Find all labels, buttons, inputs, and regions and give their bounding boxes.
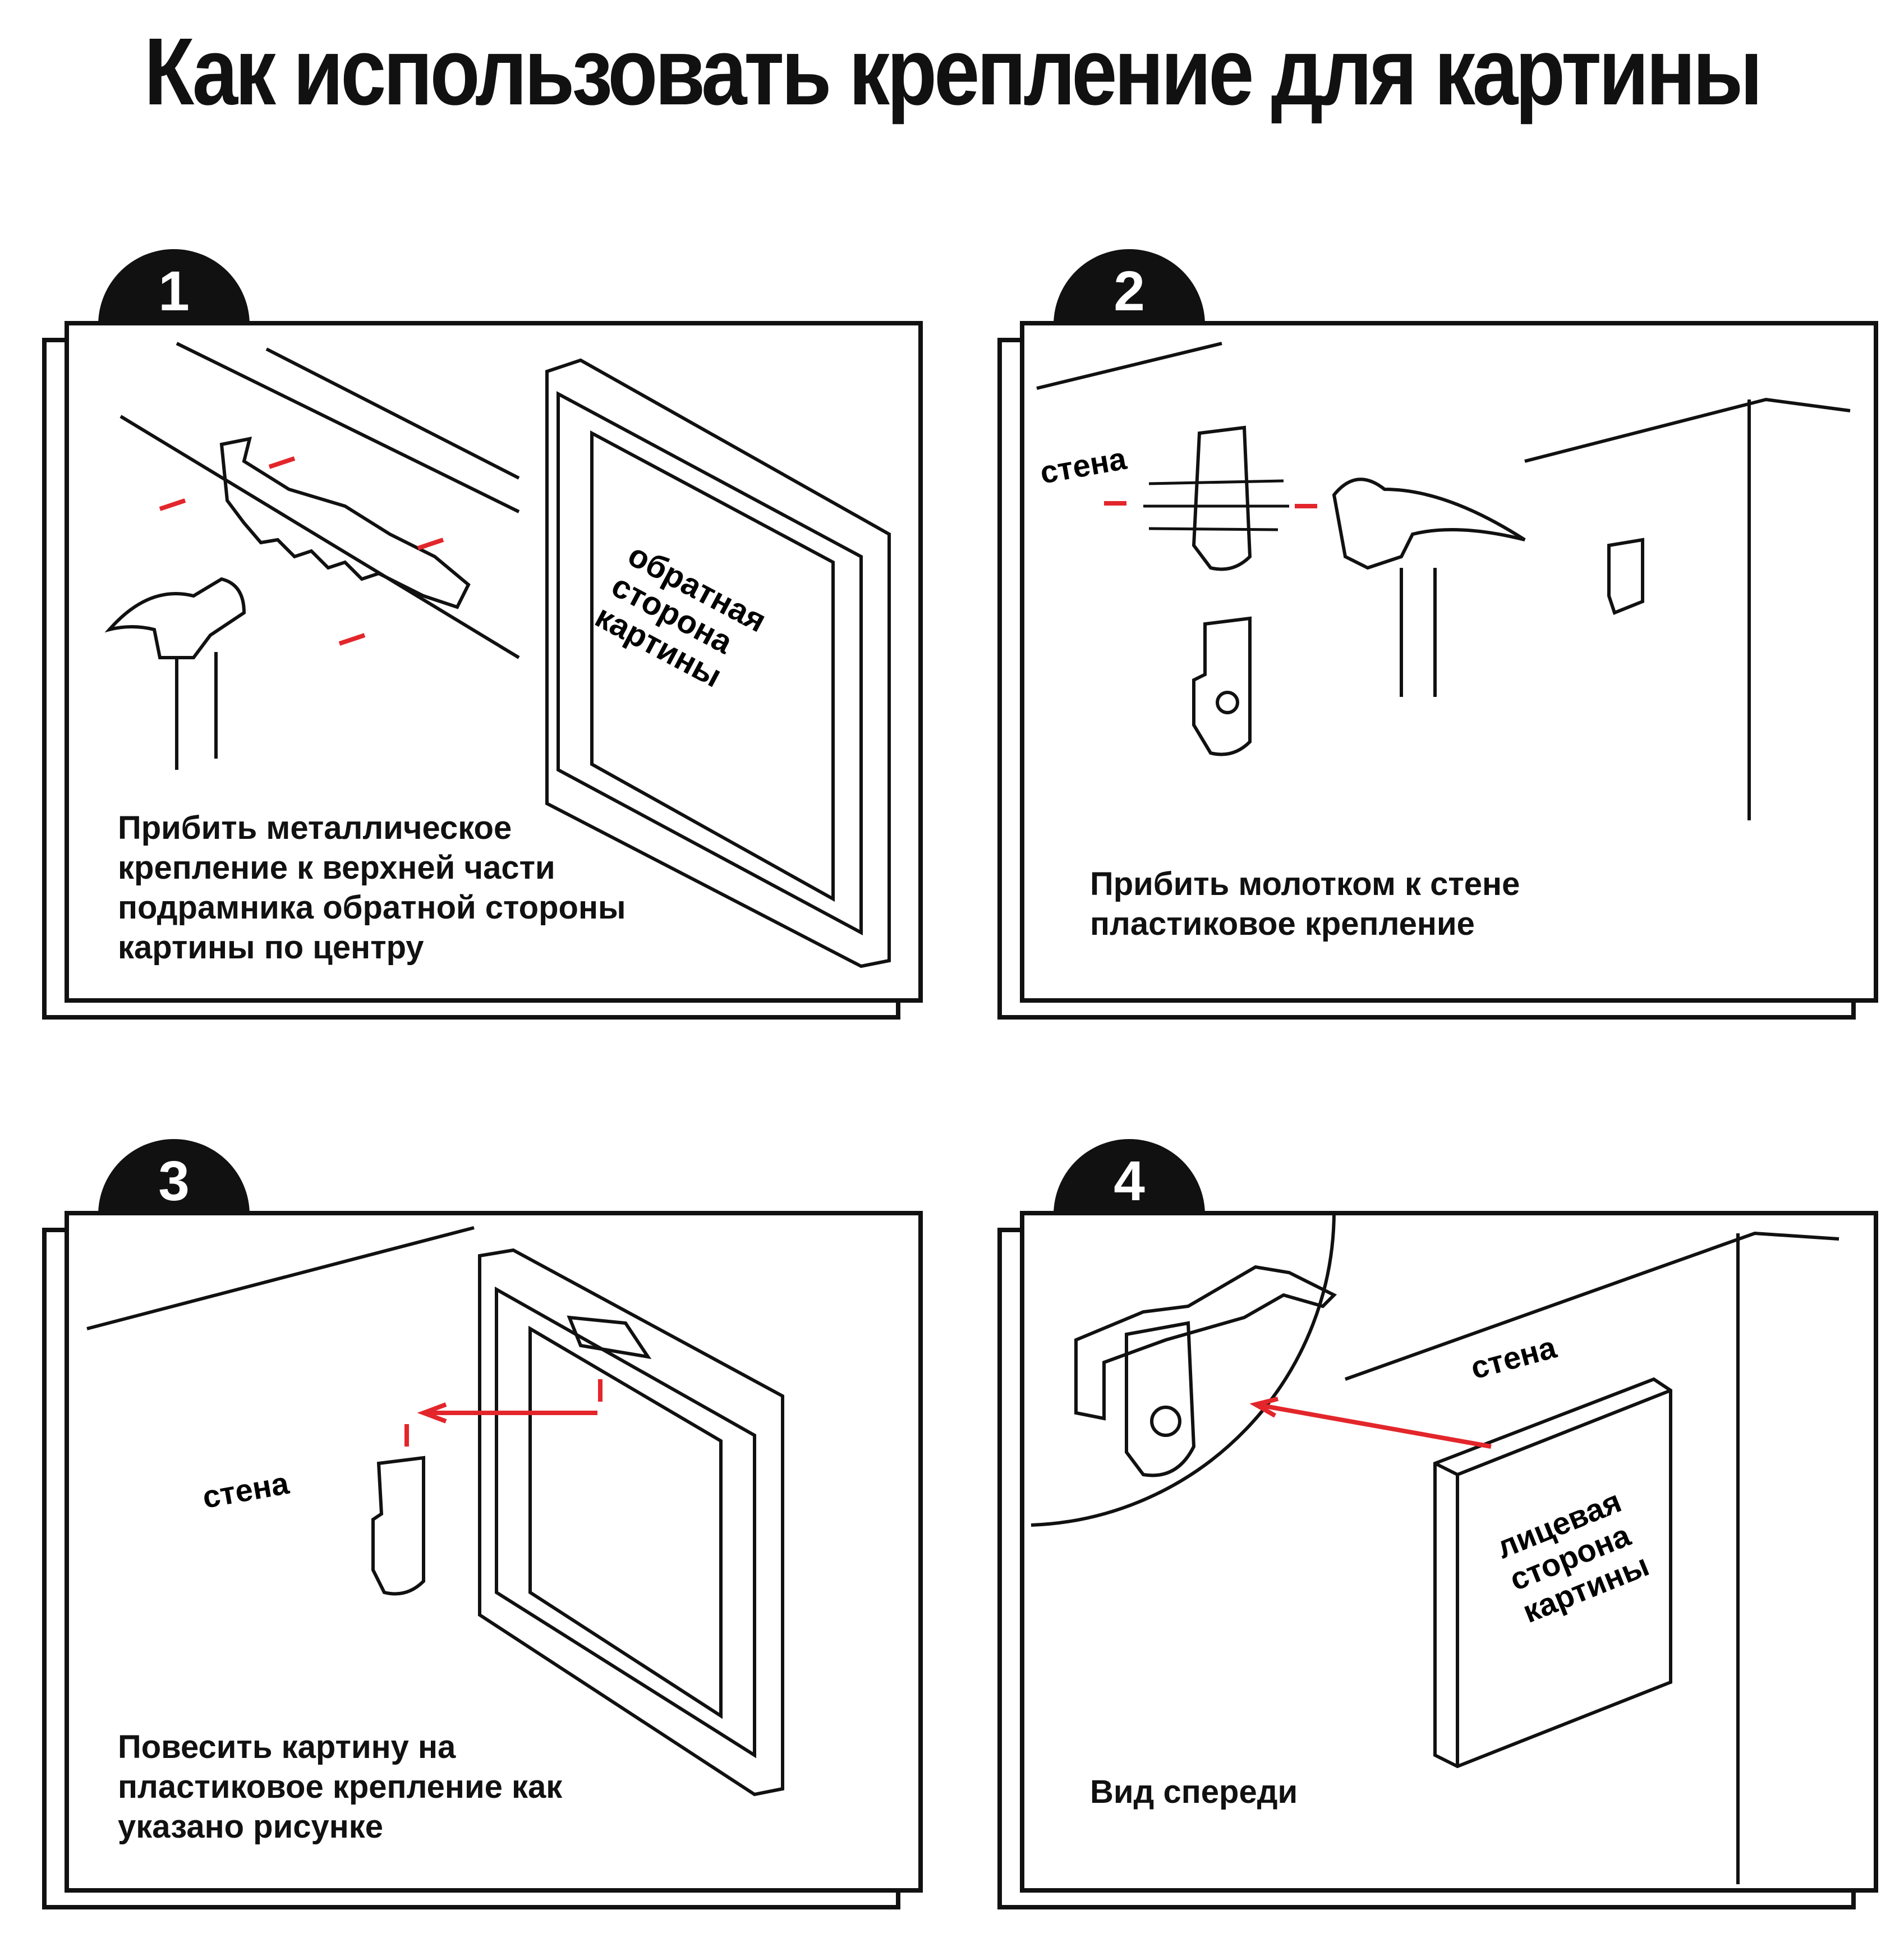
step-3-illustration [86, 1226, 784, 1797]
panel-frame [65, 1211, 923, 1893]
picture-front [1433, 1377, 1672, 1769]
panel-frame [1020, 1211, 1878, 1893]
step-number-badge: 2 [1054, 249, 1205, 325]
zoom-circle [1031, 1211, 1336, 1527]
step-caption: Вид спереди [1090, 1774, 1298, 1810]
plastic-hanger [371, 1456, 425, 1596]
hammer-head [104, 577, 246, 659]
plastic-hanger [1192, 425, 1252, 571]
step-number-badge: 4 [1054, 1139, 1205, 1215]
step-1-illustration [104, 342, 891, 968]
wall-label: стена [200, 1465, 292, 1515]
hammer-head [1332, 478, 1526, 570]
step-caption: Прибить металлическое крепление к верхне… [118, 810, 626, 966]
metal-hanger [1074, 1265, 1337, 1421]
step-2-panel: 2 стена Прибить молотком к стене пластик… [997, 249, 1878, 1020]
picture-frame-back [545, 358, 891, 968]
step-1-panel: 1 обратная сторона картины Прибить метал… [42, 249, 923, 1020]
picture-frame [478, 1248, 784, 1797]
step-number-badge: 3 [98, 1139, 250, 1215]
metal-hanger [219, 437, 471, 609]
step-3-panel: 3 стена Повесить картину на пластиковое … [42, 1139, 923, 1909]
step-4-illustration [1031, 1211, 1839, 1884]
step-caption: Повесить картину на пластиковое креплени… [118, 1729, 563, 1845]
wall-label: стена [1037, 440, 1129, 490]
step-4-panel: 4 стена лицевая сторона картины Вид спер… [997, 1139, 1878, 1909]
step-caption: Прибить молотком к стене пластиковое кре… [1090, 866, 1520, 942]
step-number-badge: 1 [98, 249, 250, 325]
wall-label: стена [1467, 1329, 1561, 1385]
page-title: Как использовать крепление для картины [144, 19, 1763, 125]
step-2-illustration [1036, 342, 1851, 820]
panel-frame [1020, 321, 1878, 1003]
plastic-hanger [1125, 1321, 1196, 1477]
